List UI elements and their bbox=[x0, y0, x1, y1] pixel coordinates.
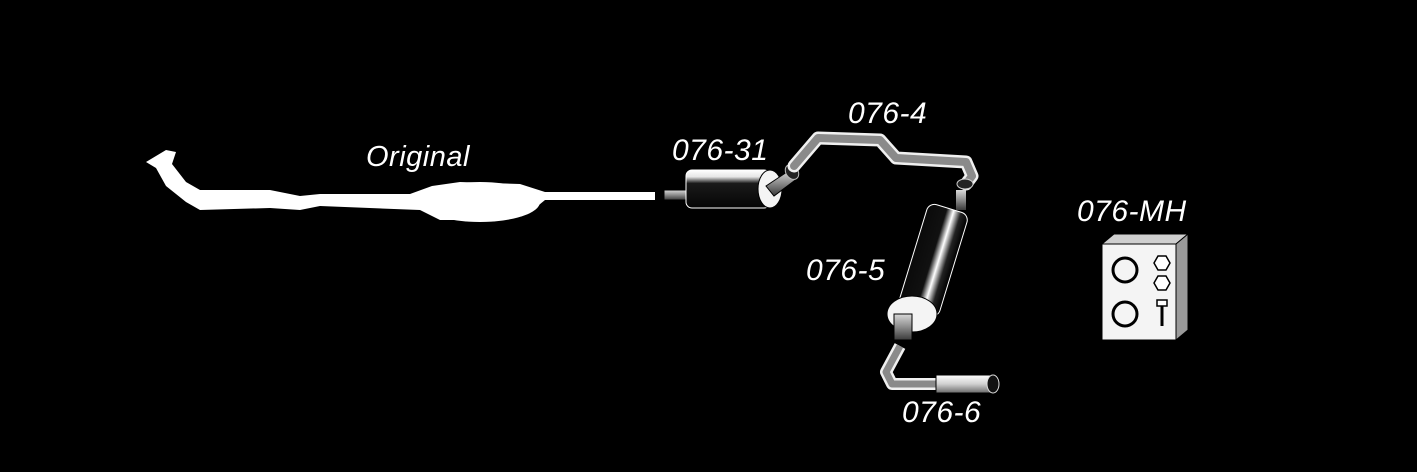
front-muffler-body bbox=[685, 169, 771, 209]
nut-icon bbox=[1153, 275, 1171, 291]
bolt-icon bbox=[1156, 299, 1168, 307]
label-076-31: 076-31 bbox=[672, 134, 769, 167]
tailpipe-tip-end bbox=[986, 374, 1000, 394]
tailpipe-shade bbox=[882, 344, 944, 388]
original-part bbox=[146, 150, 655, 222]
nut-icon bbox=[1153, 255, 1171, 271]
part-076-MH bbox=[1100, 232, 1190, 342]
part-076-6 bbox=[880, 343, 1000, 394]
tailpipe-tip bbox=[935, 374, 995, 394]
part-076-5 bbox=[886, 190, 968, 341]
hardware-box-side bbox=[1175, 232, 1189, 342]
hardware-box-top bbox=[1100, 233, 1190, 245]
rear-muffler-inlet bbox=[956, 190, 966, 210]
intermediate-pipe-end bbox=[956, 178, 974, 190]
label-076-4: 076-4 bbox=[848, 97, 928, 130]
rear-muffler-outlet bbox=[893, 313, 913, 341]
label-076-5: 076-5 bbox=[806, 254, 886, 287]
original-muffler bbox=[420, 182, 540, 222]
label-076-MH: 076-MH bbox=[1077, 195, 1187, 228]
part-076-4 bbox=[787, 131, 979, 191]
intermediate-pipe-shade bbox=[790, 134, 976, 188]
part-076-31 bbox=[663, 164, 800, 209]
clamp-icon bbox=[1111, 256, 1139, 284]
label-original: Original bbox=[366, 141, 470, 173]
clamp-icon bbox=[1111, 300, 1139, 328]
label-076-6: 076-6 bbox=[902, 396, 982, 429]
